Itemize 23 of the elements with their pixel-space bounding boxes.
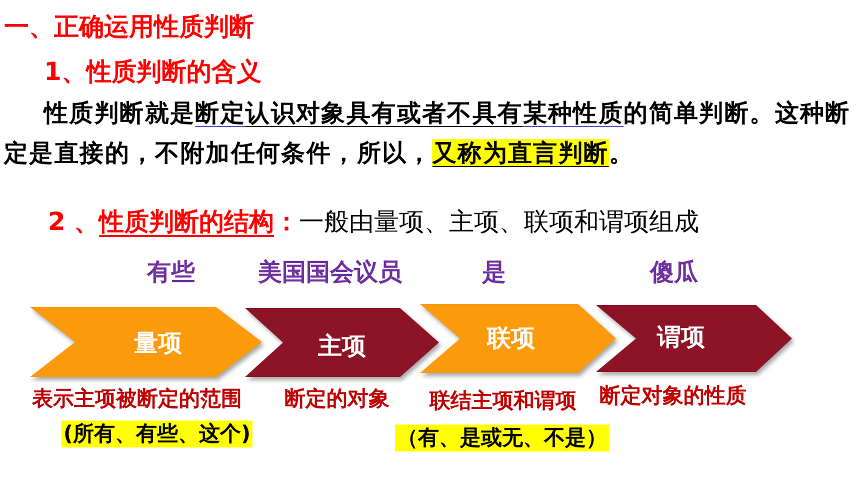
- chevron-step: [245, 308, 439, 377]
- example-word: 有些: [147, 260, 195, 284]
- chevron-step: [420, 304, 616, 373]
- example-word: 傻瓜: [650, 260, 698, 284]
- step-label: 谓项: [657, 324, 705, 348]
- term-description: 断定对象的性质: [600, 386, 746, 406]
- term-description: 表示主项被断定的范围: [32, 388, 242, 410]
- highlighted-note: （有、是或无、不是）: [395, 424, 609, 452]
- chevron-step: [30, 307, 262, 377]
- section-heading: 1、性质判断的含义: [44, 59, 262, 84]
- example-word: 是: [482, 260, 506, 284]
- example-word: 美国国会议员: [258, 260, 402, 284]
- slide-title: 一、正确运用性质判断: [4, 14, 254, 39]
- structure-description: 一般由量项、主项、联项和谓项组成: [299, 209, 700, 234]
- term-description: 断定的对象: [284, 388, 390, 410]
- step-label: 联项: [487, 326, 535, 350]
- term-description: 联结主项和谓项: [430, 390, 576, 412]
- definition-paragraph: 性质判断就是断定认识对象具有或者不具有某种性质的简单判断。这种断定是直接的，不附加任何条件，所以，又称为直言判断。: [4, 98, 852, 169]
- chevron-step: [596, 305, 792, 372]
- step-label: 主项: [318, 334, 366, 358]
- step-label: 量项: [134, 331, 182, 355]
- highlighted-note: (所有、有些、这个): [61, 420, 253, 448]
- section-heading: 2 、性质判断的结构：: [48, 209, 300, 234]
